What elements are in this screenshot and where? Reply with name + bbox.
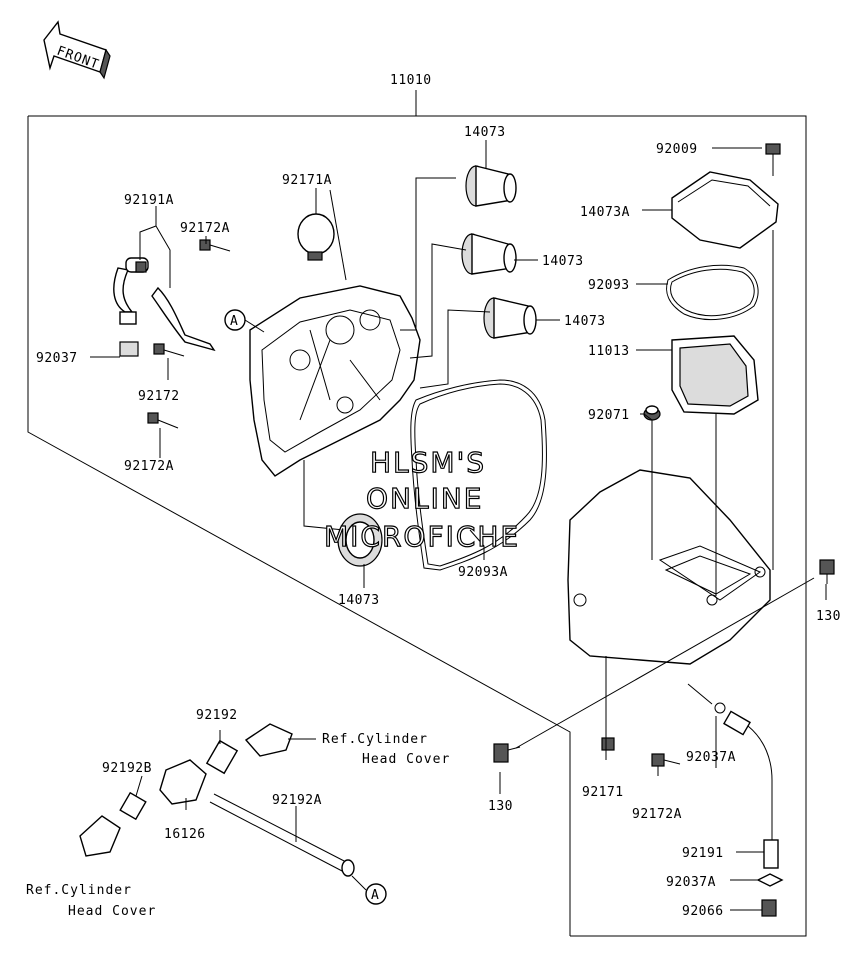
label-92071: 92071 xyxy=(588,408,630,423)
label-11013: 11013 xyxy=(588,344,630,359)
ref-cyl-head-cover-1-line1: Ref.Cylinder xyxy=(322,732,428,747)
air-cleaner-housing xyxy=(567,469,771,665)
assembly-frame xyxy=(27,90,807,937)
label-92093: 92093 xyxy=(588,278,630,293)
label-92037A-bottom: 92037A xyxy=(666,875,716,890)
svg-text:A: A xyxy=(371,888,379,903)
part-labels: 11010 14073 92171A 92191A 92172A 14073 1… xyxy=(36,73,841,919)
grommet-icon xyxy=(643,405,661,421)
svg-text:A: A xyxy=(230,314,238,329)
vacuum-parts xyxy=(79,723,355,877)
ref-cyl-head-cover-1-line2: Head Cover xyxy=(362,752,450,767)
label-92171A: 92171A xyxy=(282,173,332,188)
front-arrow-icon: FRONT xyxy=(43,20,111,80)
label-92192: 92192 xyxy=(196,708,238,723)
label-11010: 11010 xyxy=(390,73,432,88)
label-14073A: 14073A xyxy=(580,205,630,220)
label-92172A-top: 92172A xyxy=(180,221,230,236)
label-130-right: 130 xyxy=(816,609,841,624)
bolt-icon xyxy=(147,239,231,429)
label-92191: 92191 xyxy=(682,846,724,861)
callout-a-1: A xyxy=(224,309,265,333)
air-filter-icon xyxy=(671,335,759,415)
label-92093A: 92093A xyxy=(458,565,508,580)
watermark: HLSM'S ONLINE MICROFICHE xyxy=(323,445,520,553)
ref-cyl-head-cover-2-line1: Ref.Cylinder xyxy=(26,883,132,898)
label-130-left: 130 xyxy=(488,799,513,814)
label-92171: 92171 xyxy=(582,785,624,800)
breather-hose-left xyxy=(113,257,216,357)
leader-lines xyxy=(90,140,827,911)
label-14073-bottom: 14073 xyxy=(338,593,380,608)
drain-parts xyxy=(601,702,784,917)
svg-text:ONLINE: ONLINE xyxy=(366,482,483,515)
label-14073-top: 14073 xyxy=(464,125,506,140)
label-92191A: 92191A xyxy=(124,193,174,208)
label-92192B: 92192B xyxy=(102,761,152,776)
air-cleaner-cover xyxy=(249,285,421,477)
label-92192A: 92192A xyxy=(272,793,322,808)
label-92037: 92037 xyxy=(36,351,78,366)
svg-text:HLSM'S: HLSM'S xyxy=(370,446,486,479)
label-14073-mid2: 14073 xyxy=(564,314,606,329)
callout-a-2: A xyxy=(351,875,387,905)
label-92172A-left: 92172A xyxy=(124,459,174,474)
label-92172A-bottom: 92172A xyxy=(632,807,682,822)
label-92037A: 92037A xyxy=(686,750,736,765)
clamp-icon xyxy=(297,213,335,261)
label-92066: 92066 xyxy=(682,904,724,919)
air-duct-icon xyxy=(337,165,537,567)
label-92172: 92172 xyxy=(138,389,180,404)
reference-labels: Ref.Cylinder Head Cover Ref.Cylinder Hea… xyxy=(26,732,450,919)
filter-gasket-icon xyxy=(666,264,759,320)
label-16126: 16126 xyxy=(164,827,206,842)
svg-text:MICROFICHE: MICROFICHE xyxy=(324,520,520,553)
bolt-130-icon xyxy=(493,559,835,763)
ref-cyl-head-cover-2-line2: Head Cover xyxy=(68,904,156,919)
label-14073-mid1: 14073 xyxy=(542,254,584,269)
upper-cover xyxy=(671,143,781,249)
label-92009: 92009 xyxy=(656,142,698,157)
gasket-icon xyxy=(410,379,547,571)
